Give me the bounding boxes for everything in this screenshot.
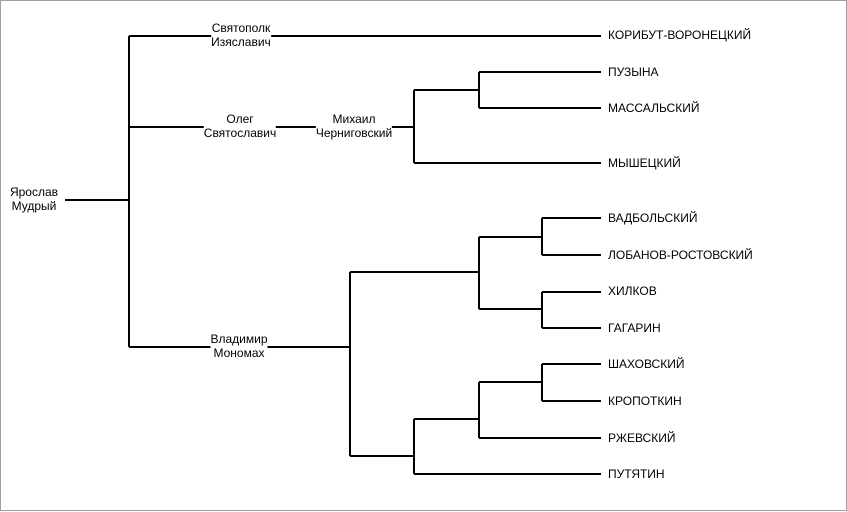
node-vladimir-line1: Владимир (210, 332, 268, 346)
node-mikhail: Михаил Черниговский (315, 112, 393, 140)
node-svyatopolk-line2: Изяславич (211, 35, 271, 49)
node-mikhail-line1: Михаил (332, 112, 376, 126)
family-kropotkin: КРОПОТКИН (608, 394, 682, 408)
family-vadbolsky: ВАДБОЛЬСКИЙ (608, 211, 698, 225)
node-yaroslav-line2: Мудрый (11, 199, 57, 213)
family-koribut-voronetsky: КОРИБУТ-ВОРОНЕЦКИЙ (608, 28, 752, 42)
family-lobanov-rostovsky: ЛОБАНОВ-РОСТОВСКИЙ (608, 248, 753, 262)
node-svyatopolk: Святополк Изяславич (211, 21, 271, 49)
node-vladimir-line2: Мономах (213, 346, 265, 360)
node-oleg: Олег Святославич (203, 112, 277, 140)
family-putyatin: ПУТЯТИН (608, 467, 665, 481)
node-yaroslav: Ярослав Мудрый (9, 185, 59, 213)
family-massalsky: МАССАЛЬСКИЙ (608, 101, 700, 115)
node-vladimir: Владимир Мономах (210, 332, 268, 360)
family-rzhevsky: РЖЕВСКИЙ (608, 431, 676, 445)
family-myshetsky: МЫШЕЦКИЙ (608, 156, 681, 170)
family-shakhovsky: ШАХОВСКИЙ (608, 357, 685, 371)
node-yaroslav-line1: Ярослав (9, 185, 59, 199)
node-oleg-line2: Святославич (203, 126, 277, 140)
node-oleg-line1: Олег (226, 112, 254, 126)
family-khilkov: ХИЛКОВ (608, 284, 657, 298)
node-mikhail-line2: Черниговский (315, 126, 393, 140)
node-svyatopolk-line1: Святополк (211, 21, 271, 35)
family-gagarin: ГАГАРИН (608, 321, 661, 335)
family-puzyna: ПУЗЫНА (608, 65, 659, 79)
